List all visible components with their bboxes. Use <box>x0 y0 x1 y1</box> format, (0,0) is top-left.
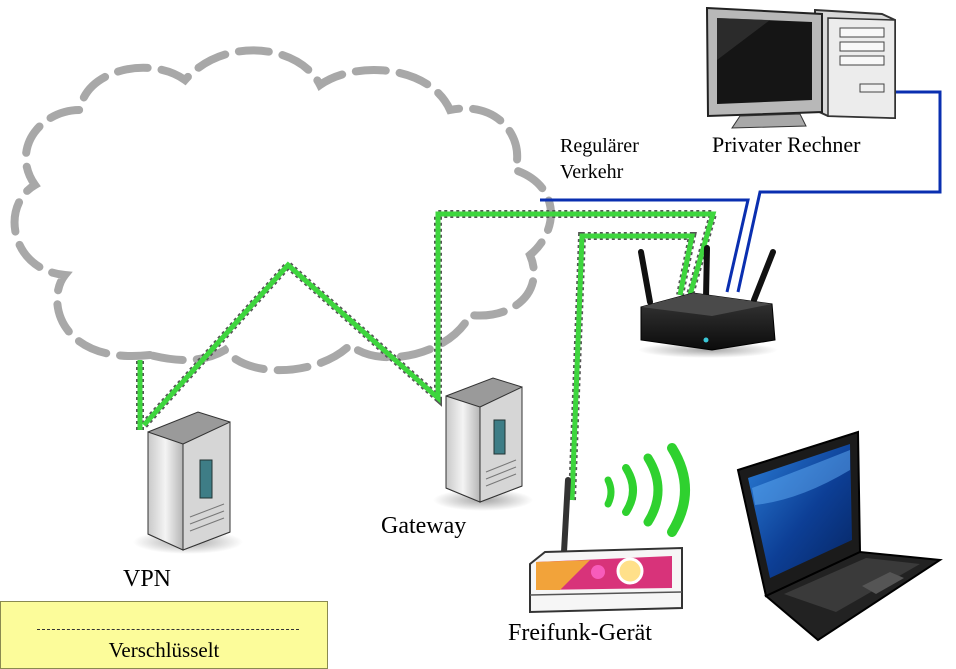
encrypted-tunnel-links <box>136 210 719 501</box>
server-tower-icon <box>133 411 243 554</box>
internet-cloud-icon <box>10 46 555 375</box>
legend-encrypted-label: Verschlüsselt <box>108 638 220 662</box>
private-computer-label: Privater Rechner <box>712 132 861 157</box>
gateway-label: Gateway <box>381 513 467 539</box>
regular-traffic-label-line2: Verkehr <box>560 161 624 183</box>
legend-box: Verschlüsselt <box>0 601 328 669</box>
vpn-label: VPN <box>123 566 172 592</box>
desktop-computer-icon <box>705 6 896 129</box>
freifunk-router-icon <box>529 477 683 614</box>
regular-traffic-label-line1: Regulärer <box>560 135 639 157</box>
freifunk-device-label: Freifunk-Gerät <box>508 620 652 646</box>
laptop-icon <box>736 430 943 642</box>
legend-dashed-line <box>37 629 299 630</box>
home-router-icon <box>638 245 778 358</box>
regular-traffic-links <box>540 90 942 293</box>
server-tower-icon <box>433 377 533 511</box>
wifi-signal-icon <box>604 443 690 537</box>
